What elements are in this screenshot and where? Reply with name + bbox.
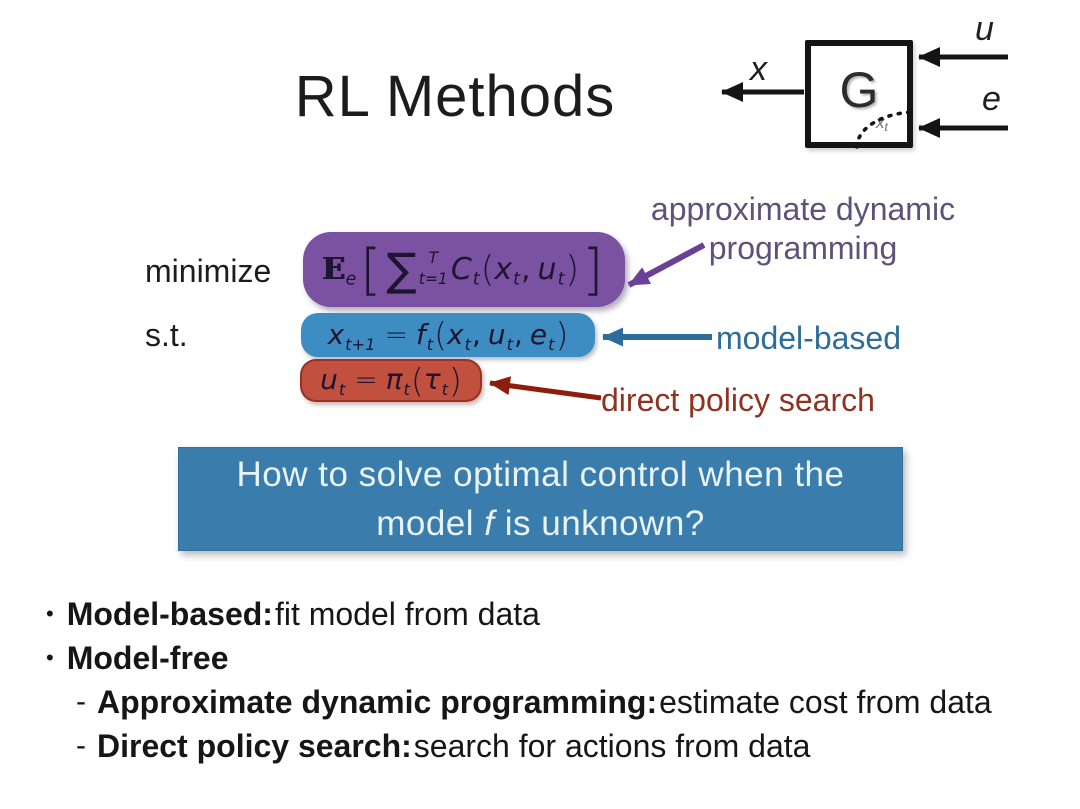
direct-policy-search-arrow: [489, 376, 602, 401]
minimize-label: minimize: [145, 253, 272, 289]
output-signal-label: x: [750, 50, 767, 88]
bullet-icon: •: [46, 645, 54, 670]
list-item-desc: fit model from data: [274, 595, 540, 632]
dash-icon: -: [76, 685, 86, 718]
state-trace-main: x: [876, 113, 885, 132]
list-item-desc: estimate cost from data: [659, 683, 992, 720]
slide-title: RL Methods: [294, 64, 616, 129]
subject-to-label: s.t.: [145, 317, 188, 353]
list-item: -Direct policy search: search for action…: [46, 724, 992, 768]
plant-block: G: [805, 40, 913, 148]
question-line1: How to solve optimal control when the: [236, 455, 845, 494]
question-line2: model f is unknown?: [376, 499, 705, 548]
input-signal-label: u: [975, 10, 994, 48]
state-trace-label: xt: [876, 114, 888, 133]
list-item-term: Approximate dynamic programming:: [97, 683, 658, 720]
disturbance-signal-label: e: [982, 80, 1001, 118]
state-trace-sub: t: [884, 120, 888, 134]
list-item-term: Model-based:: [66, 595, 273, 632]
question-box: How to solve optimal control when the mo…: [178, 447, 903, 551]
direct-policy-search-annotation: direct policy search: [601, 382, 875, 418]
adp-annotation-line2: programming: [708, 230, 898, 267]
list-item-term: Model-free: [66, 639, 229, 676]
dash-icon: -: [76, 729, 86, 762]
list-item-desc: search for actions from data: [413, 727, 811, 764]
plant-block-label: G: [839, 62, 879, 118]
list-item-term: Direct policy search:: [97, 727, 412, 764]
list-item: • Model-based: fit model from data: [46, 592, 992, 636]
adp-annotation-line1: approximate dynamic: [650, 191, 956, 227]
bullet-list: • Model-based: fit model from data • Model…: [46, 592, 992, 768]
list-item: • Model-free: [46, 636, 992, 680]
bullet-icon: •: [46, 601, 54, 626]
question-line2-f: f: [484, 504, 495, 543]
adp-annotation: approximate dynamic programming: [633, 190, 973, 268]
model-based-annotation: model-based: [716, 320, 901, 356]
question-line2-pre: model: [376, 504, 485, 543]
list-item: -Approximate dynamic programming: estima…: [46, 680, 992, 724]
question-line2-post: is unknown?: [494, 504, 705, 543]
